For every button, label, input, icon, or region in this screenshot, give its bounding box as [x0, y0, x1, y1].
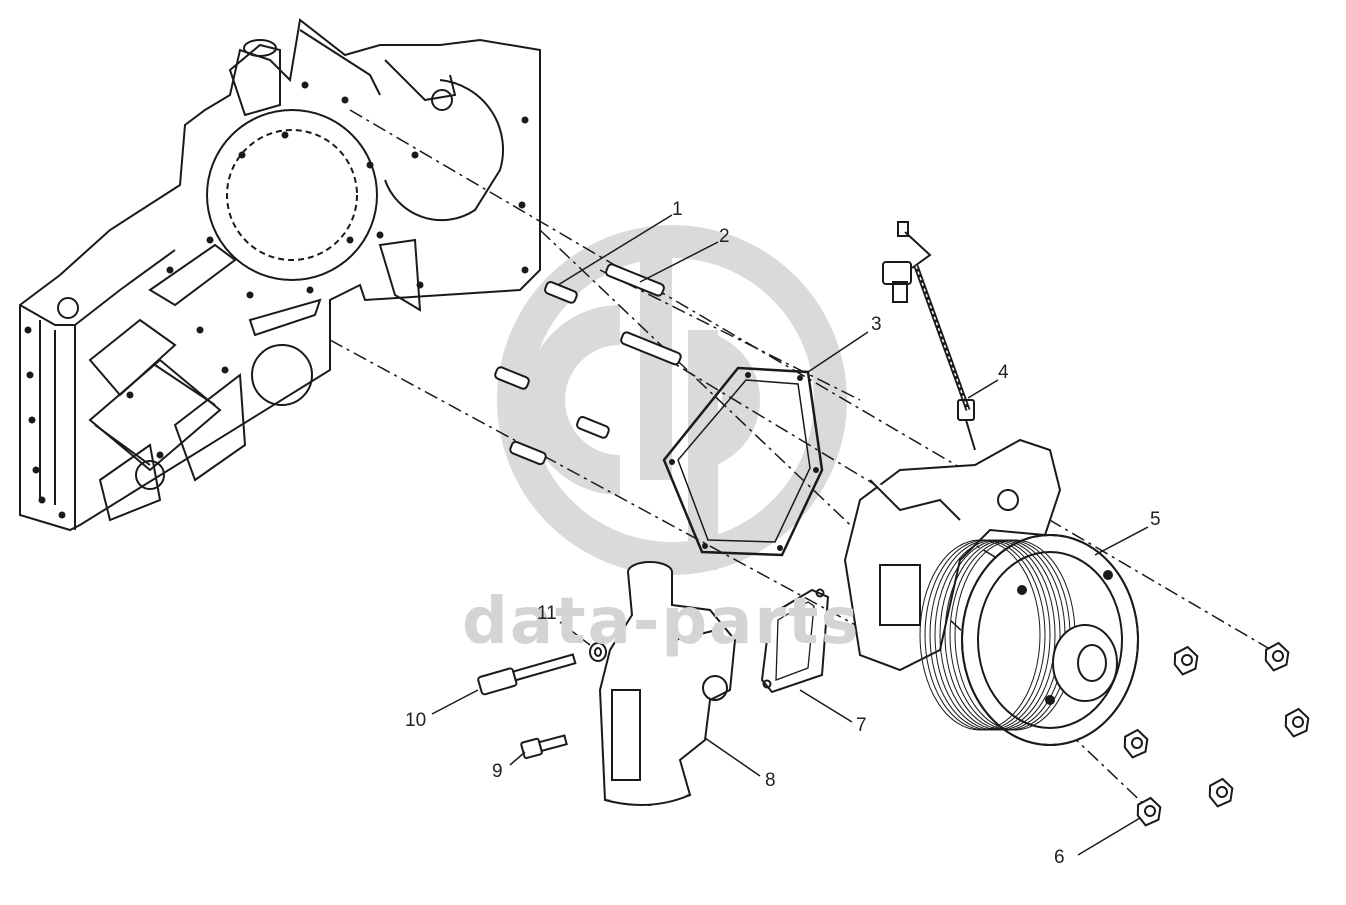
callout-11: 11 — [537, 603, 557, 624]
callout-9: 9 — [492, 761, 503, 782]
callout-5: 5 — [1150, 509, 1161, 530]
bolts — [477, 642, 607, 760]
water-outlet-elbow — [598, 561, 737, 807]
callout-10: 10 — [405, 710, 427, 731]
dp-logo-icon — [497, 225, 847, 575]
callout-4: 4 — [998, 362, 1009, 383]
leader-lines — [431, 214, 1149, 856]
callout-7: 7 — [856, 715, 867, 736]
temperature-sensor — [882, 221, 976, 451]
callout-2: 2 — [719, 226, 730, 247]
callout-8: 8 — [765, 770, 776, 791]
front-cover-housing — [19, 18, 541, 532]
water-pump — [843, 438, 1139, 746]
callout-1: 1 — [672, 199, 683, 220]
callout-3: 3 — [871, 314, 882, 335]
studs — [494, 263, 682, 466]
nuts — [1123, 641, 1310, 827]
watermark-text: data-parts — [462, 585, 861, 659]
outlet-gasket — [760, 588, 830, 694]
callout-6: 6 — [1054, 847, 1065, 868]
